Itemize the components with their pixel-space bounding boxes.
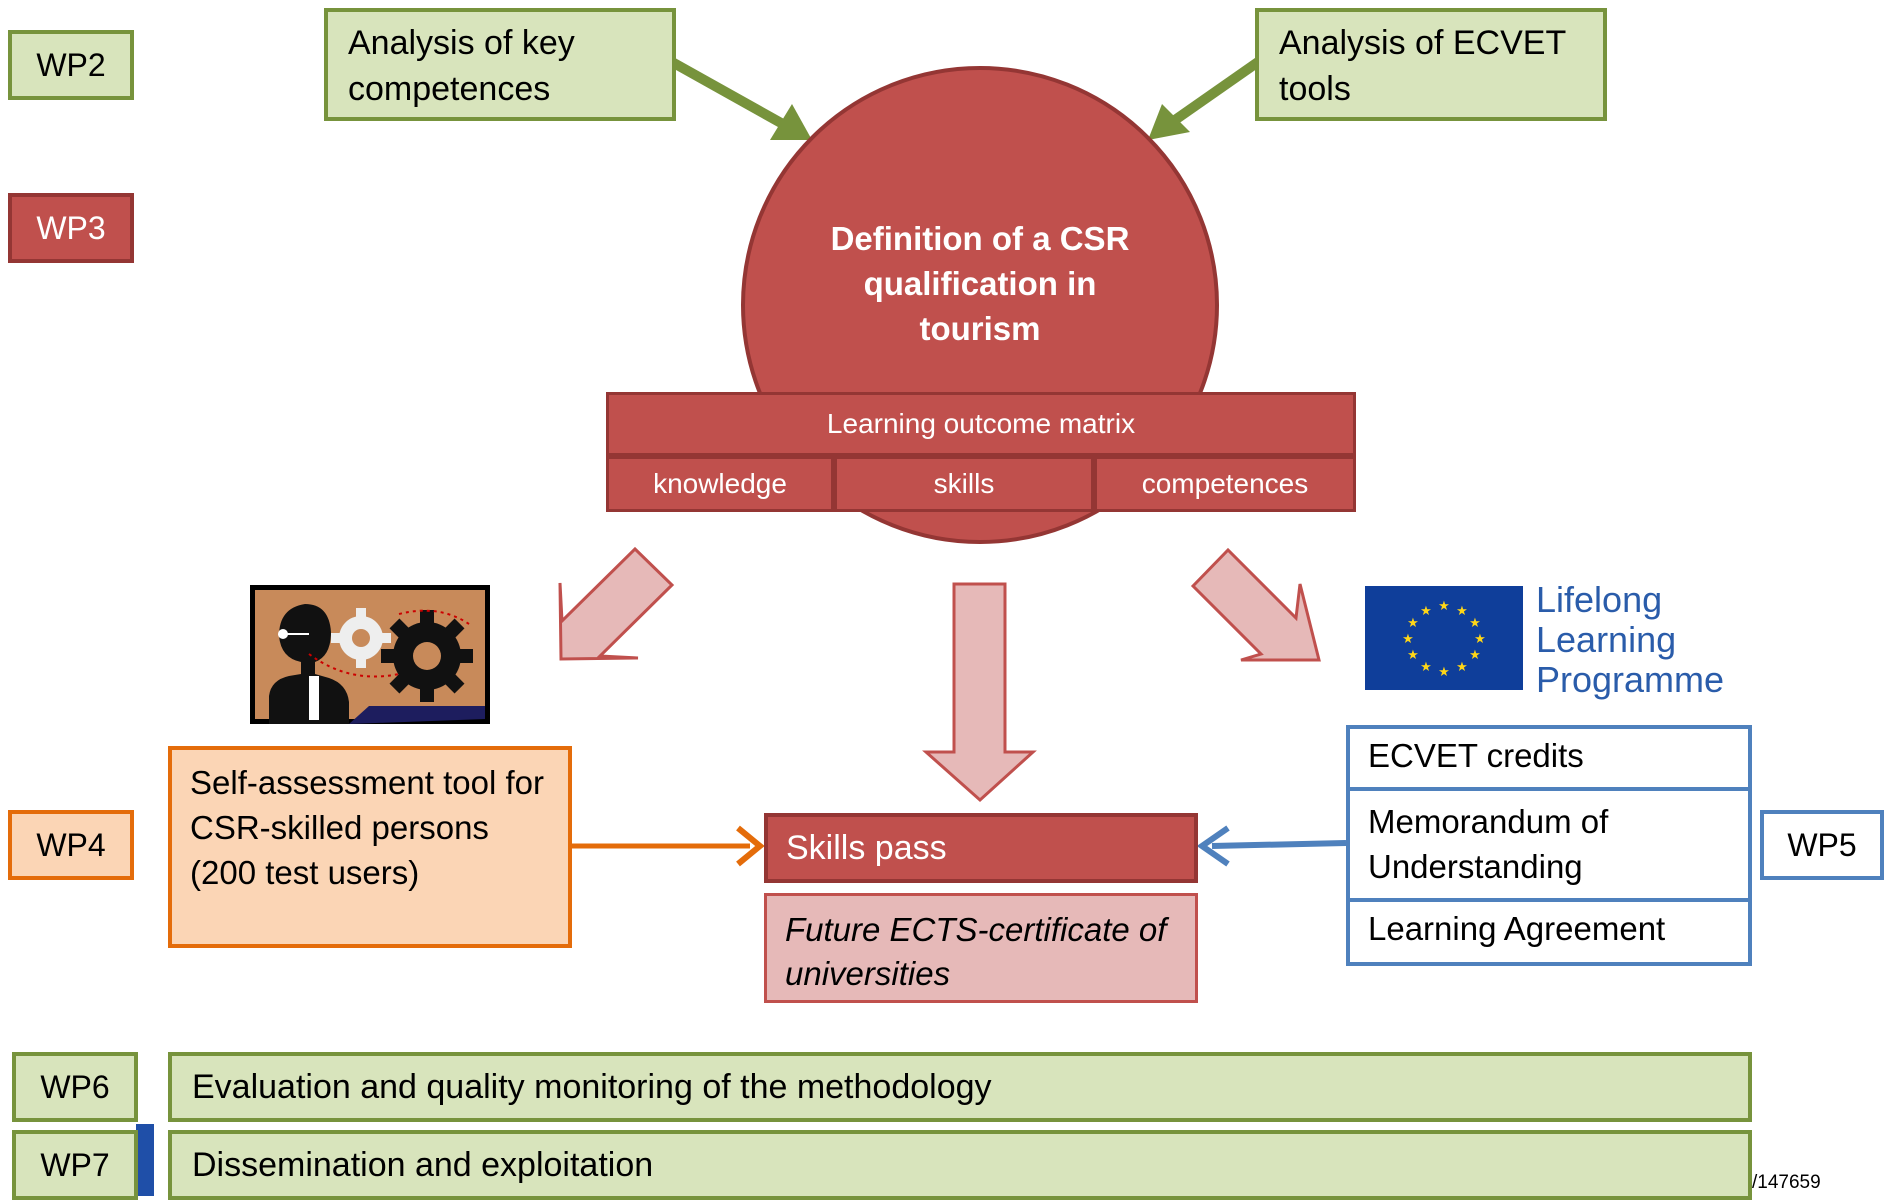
wp5-label: WP5	[1760, 810, 1884, 880]
wp6-bar: Evaluation and quality monitoring of the…	[168, 1052, 1752, 1122]
analysis-ecvet-text: Analysis of ECVET tools	[1279, 24, 1566, 108]
learning-agreement-text: Learning Agreement	[1368, 910, 1666, 947]
matrix-cell-knowledge: knowledge	[606, 456, 834, 512]
memorandum-box: Memorandum of Understanding	[1346, 787, 1752, 902]
wp7-text: WP7	[40, 1146, 110, 1183]
wp5-text: WP5	[1787, 826, 1857, 863]
svg-text:★: ★	[1402, 632, 1414, 647]
memorandum-text: Memorandum of Understanding	[1368, 803, 1609, 885]
svg-text:★: ★	[1469, 616, 1481, 631]
matrix-cell-skills-text: skills	[933, 468, 995, 499]
orange-arrow	[572, 825, 765, 867]
matrix-title-text: Learning outcome matrix	[826, 408, 1136, 439]
future-certificate-box: Future ECTS-certificate of universities	[764, 893, 1198, 1003]
analysis-key-text: Analysis of key competences	[348, 24, 575, 108]
llp-line2: Learning	[1536, 619, 1677, 660]
blue-arrow	[1196, 825, 1347, 867]
wp3-text: WP3	[36, 209, 106, 246]
matrix-title: Learning outcome matrix	[606, 392, 1356, 456]
svg-text:★: ★	[1407, 616, 1419, 631]
self-assessment-box: Self-assessment tool for CSR-skilled per…	[168, 746, 572, 948]
skills-pass-text: Skills pass	[786, 828, 947, 867]
svg-text:★: ★	[1438, 599, 1450, 614]
wp7-bar-text: Dissemination and exploitation	[192, 1145, 654, 1184]
wp3-label: WP3	[8, 193, 134, 263]
wp2-text: WP2	[36, 46, 106, 83]
wp4-text: WP4	[36, 826, 106, 863]
llp-line1: Lifelong	[1536, 579, 1663, 620]
wp7-bar: Dissemination and exploitation	[168, 1130, 1752, 1200]
wp6-bar-text: Evaluation and quality monitoring of the…	[192, 1067, 992, 1106]
llp-logo-text: Lifelong Learning Programme	[1536, 580, 1724, 700]
svg-text:★: ★	[1407, 648, 1419, 663]
matrix-cell-competences-text: competences	[1141, 468, 1309, 499]
pink-arrow-left	[558, 546, 675, 661]
analysis-ecvet-tools-box: Analysis of ECVET tools	[1255, 8, 1607, 121]
wp7-label: WP7	[12, 1130, 138, 1200]
eu-flag-icon: ★★★ ★★★ ★★★ ★★★	[1365, 586, 1523, 690]
future-certificate-text: Future ECTS-certificate of universities	[785, 911, 1167, 992]
matrix-cell-skills: skills	[834, 456, 1094, 512]
ecvet-credits-box: ECVET credits	[1346, 725, 1752, 791]
person-gears-icon	[250, 585, 490, 724]
pink-arrow-right	[1190, 547, 1321, 662]
svg-text:★: ★	[1469, 648, 1481, 663]
svg-text:★: ★	[1456, 604, 1468, 619]
ecvet-credits-text: ECVET credits	[1368, 737, 1584, 774]
svg-text:★: ★	[1438, 665, 1450, 680]
circle-title: Definition of a CSR qualification in tou…	[830, 220, 1130, 347]
footer-reference-number: /147659	[1752, 1172, 1821, 1193]
wp4-label: WP4	[8, 810, 134, 880]
pink-arrow-down	[922, 582, 1037, 803]
green-arrow-left	[669, 57, 812, 140]
svg-text:★: ★	[1420, 660, 1432, 675]
svg-text:★: ★	[1456, 660, 1468, 675]
background-blue-strip	[136, 1124, 154, 1196]
matrix-cell-knowledge-text: knowledge	[653, 468, 787, 499]
self-assessment-text: Self-assessment tool for CSR-skilled per…	[190, 764, 544, 891]
matrix-cell-competences: competences	[1094, 456, 1356, 512]
wp2-label: WP2	[8, 30, 134, 100]
llp-line3: Programme	[1536, 659, 1725, 700]
svg-text:★: ★	[1474, 632, 1486, 647]
analysis-key-competences-box: Analysis of key competences	[324, 8, 676, 121]
green-arrow-right	[1148, 57, 1261, 140]
learning-agreement-box: Learning Agreement	[1346, 898, 1752, 966]
skills-pass-box: Skills pass	[764, 813, 1198, 883]
wp6-text: WP6	[40, 1068, 110, 1105]
svg-text:★: ★	[1420, 604, 1432, 619]
wp6-label: WP6	[12, 1052, 138, 1122]
